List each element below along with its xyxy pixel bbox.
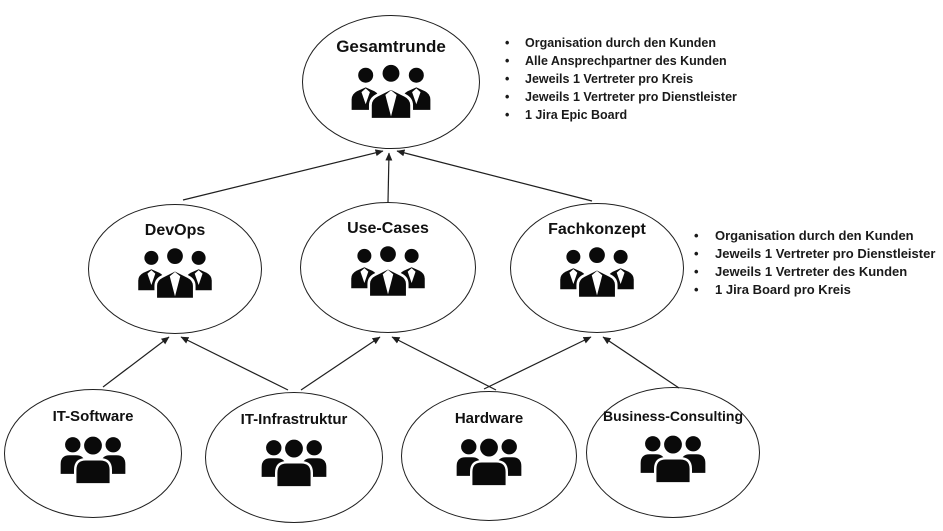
bullet-text: Jeweils 1 Vertreter pro Kreis [525,72,694,86]
bullet-item: Jeweils 1 Vertreter des Kunden [694,263,935,281]
bullet-item: Organisation durch den Kunden [505,34,737,52]
node-use-cases: Use-Cases [300,202,476,333]
node-gesamtrunde: Gesamtrunde [302,15,480,149]
bullet-text: 1 Jira Epic Board [525,108,628,122]
bullet-text: Organisation durch den Kunden [715,228,914,243]
node-devops: DevOps [88,204,262,334]
node-it-infrastruktur: IT-Infrastruktur [205,392,383,523]
node-it-software: IT-Software [4,389,182,518]
bullet-text: Jeweils 1 Vertreter des Kunden [715,264,908,279]
node-hardware: Hardware [401,391,577,521]
bullet-text: Organisation durch den Kunden [525,36,716,50]
people-group-icon [60,434,126,486]
node-label: Use-Cases [347,220,429,237]
business-team-icon [351,63,431,121]
bullet-text: Jeweils 1 Vertreter pro Dienstleister [715,246,936,261]
bullet-item: Alle Ansprechpartner des Kunden [505,52,737,70]
bullet-item: Jeweils 1 Vertreter pro Dienstleister [694,245,935,263]
notes-gesamtrunde: Organisation durch den Kunden Alle Anspr… [505,34,737,124]
node-label: IT-Infrastruktur [240,411,348,428]
people-group-icon [456,436,522,488]
bullet-item: 1 Jira Board pro Kreis [694,281,935,299]
edge-business-consulting-fachkonzept [602,336,680,389]
node-label: IT-Software [52,408,134,425]
edge-hardware-fachkonzept [483,336,592,390]
edge-devops-gesamtrunde [182,149,384,201]
node-label: Business-Consulting [602,408,743,424]
node-label: Gesamtrunde [336,37,446,56]
bullet-item: 1 Jira Epic Board [505,106,737,124]
edge-it-infrastruktur-devops [180,336,289,391]
bullet-text: 1 Jira Board pro Kreis [715,282,851,297]
bullet-text: Jeweils 1 Vertreter pro Dienstleister [525,90,737,104]
node-label: DevOps [144,222,206,239]
business-team-icon [351,244,425,299]
business-team-icon [560,245,634,300]
bullet-item: Jeweils 1 Vertreter pro Dienstleister [505,88,737,106]
node-fachkonzept: Fachkonzept [510,203,684,333]
business-team-icon [138,246,212,301]
notes-fachkonzept: Organisation durch den Kunden Jeweils 1 … [694,227,935,299]
bullet-list: Organisation durch den Kunden Jeweils 1 … [694,227,935,299]
bullet-item: Jeweils 1 Vertreter pro Kreis [505,70,737,88]
bullet-item: Organisation durch den Kunden [694,227,935,245]
edge-fachkonzept-gesamtrunde [396,149,593,202]
people-group-icon [261,437,327,489]
bullet-list: Organisation durch den Kunden Alle Anspr… [505,34,737,124]
bullet-text: Alle Ansprechpartner des Kunden [525,54,727,68]
edge-it-software-devops [102,336,170,388]
node-label: Fachkonzept [548,221,646,238]
people-group-icon [640,433,706,485]
node-business-consulting: Business-Consulting [586,387,760,518]
edge-hardware-use-cases [391,336,497,391]
edge-use-cases-gesamtrunde [385,152,393,203]
node-label: Hardware [454,410,524,427]
edge-it-infrastruktur-use-cases [300,336,381,391]
